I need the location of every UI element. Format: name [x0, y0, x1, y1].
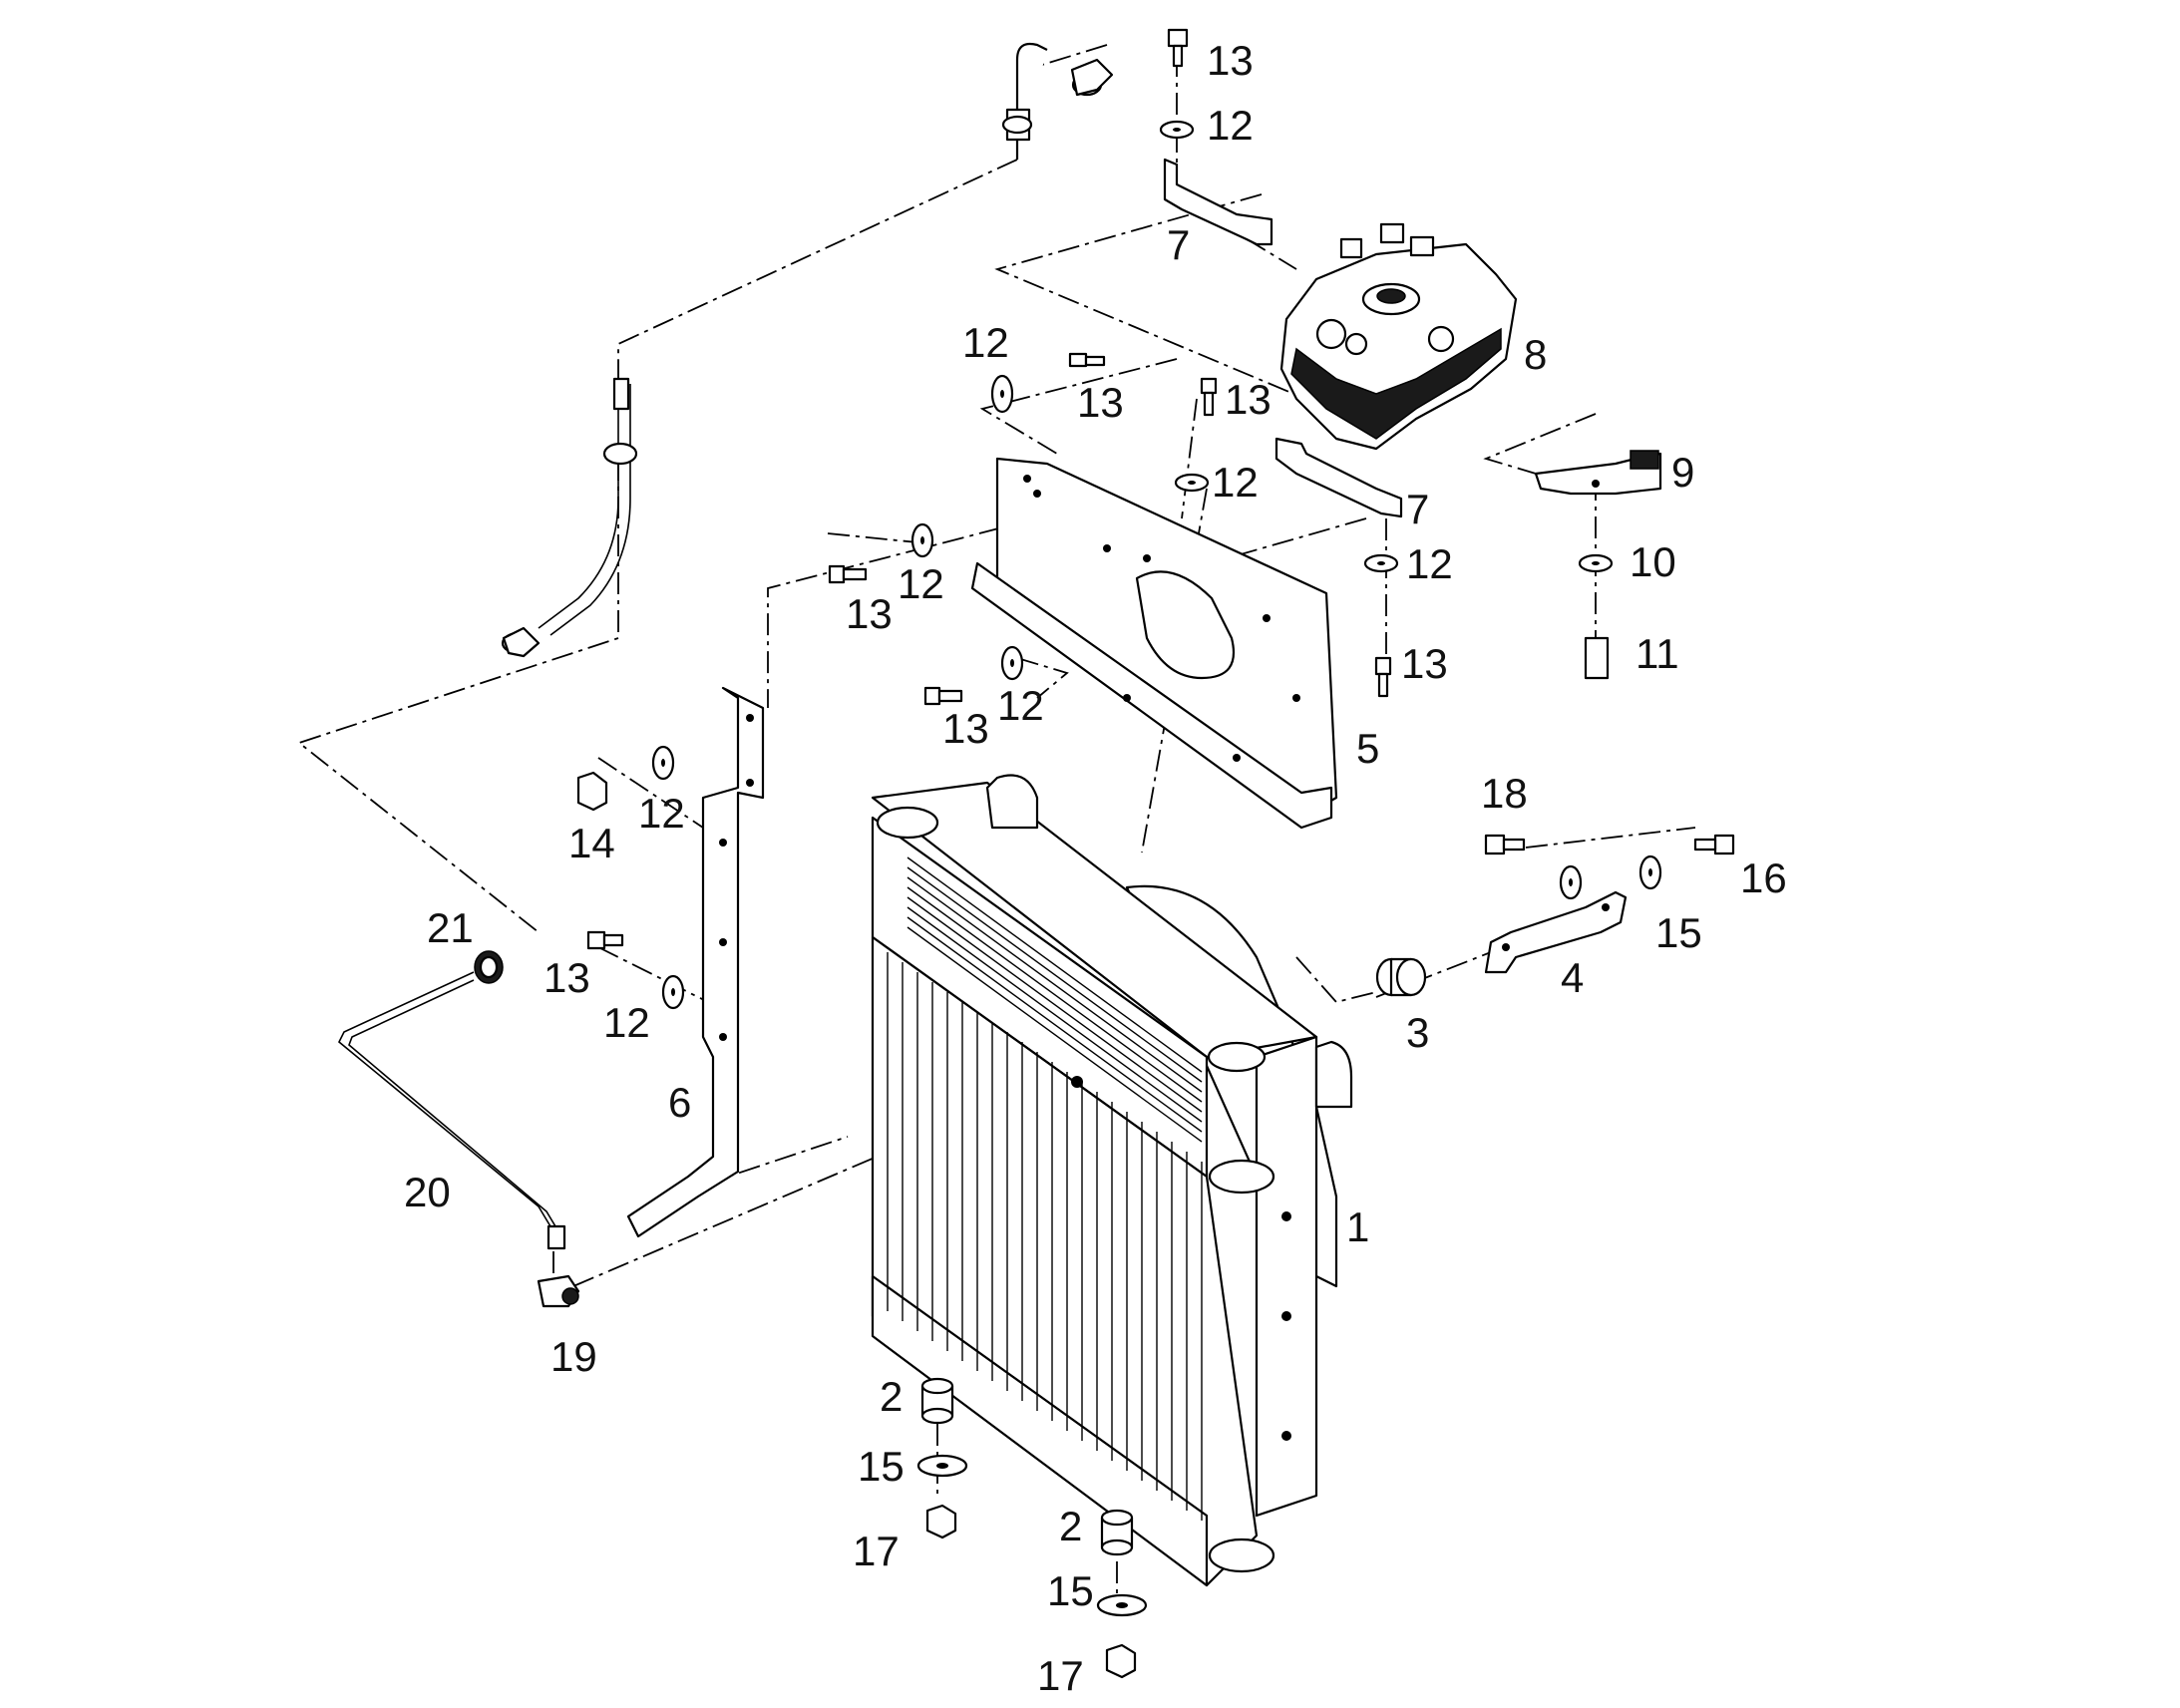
- strap-lower: [1274, 437, 1403, 518]
- callout-19: 19: [550, 1333, 597, 1380]
- vent-hose-lower: [501, 377, 638, 658]
- drain-pipe: [337, 971, 566, 1250]
- vent-hose-upper: [1001, 42, 1114, 160]
- callout-6: 6: [668, 1079, 691, 1126]
- callout-12: 12: [1207, 102, 1254, 149]
- callout-20: 20: [404, 1169, 451, 1215]
- callout-16: 16: [1740, 854, 1787, 901]
- callout-13: 13: [1225, 376, 1272, 423]
- mount-plate: [970, 457, 1338, 830]
- upper-tank-fins: [907, 856, 1203, 1143]
- core-fins: [887, 952, 1203, 1521]
- callout-1: 1: [1346, 1203, 1369, 1250]
- callout-14: 14: [568, 820, 615, 866]
- callout-13: 13: [544, 954, 590, 1001]
- callout-11: 11: [1635, 630, 1679, 677]
- callout-7: 7: [1406, 486, 1429, 532]
- expansion-tank: [1279, 222, 1518, 451]
- nuts: [576, 771, 1137, 1679]
- callout-15: 15: [1655, 909, 1702, 956]
- rubber-mount-side: [1375, 957, 1427, 997]
- callout-7: 7: [1167, 221, 1190, 268]
- callout-5: 5: [1356, 725, 1379, 772]
- callout-3: 3: [1406, 1009, 1429, 1056]
- callout-9: 9: [1671, 449, 1694, 496]
- callout-8: 8: [1524, 331, 1547, 378]
- callout-2: 2: [1059, 1503, 1082, 1549]
- callout-17: 17: [853, 1528, 900, 1574]
- callout-13: 13: [1401, 640, 1448, 687]
- callout-12: 12: [638, 790, 685, 837]
- callout-13: 13: [942, 705, 989, 752]
- callout-4: 4: [1561, 954, 1584, 1001]
- drain-fitting: [537, 1274, 580, 1308]
- pipe-nut: [474, 950, 504, 984]
- callout-21: 21: [427, 904, 474, 951]
- tank-bracket: [1534, 450, 1662, 496]
- callout-15: 15: [1047, 1567, 1094, 1614]
- support-arm: [1484, 890, 1628, 974]
- side-bracket: [626, 686, 765, 1238]
- callout-12: 12: [898, 560, 944, 607]
- callout-17: 17: [1037, 1652, 1084, 1699]
- callout-2: 2: [880, 1373, 903, 1420]
- rubber-mount-bottom-1: [920, 1377, 954, 1425]
- callout-13: 13: [846, 590, 893, 637]
- callout-13: 13: [1077, 379, 1124, 426]
- callout-18: 18: [1481, 770, 1528, 817]
- rubber-mount-bottom-2: [1100, 1509, 1134, 1556]
- callouts: 1 2 2 3 4 5 6 7 7 8 9 10 11 12 12 12 12 …: [404, 37, 1787, 1699]
- callout-13: 13: [1207, 37, 1254, 84]
- callout-12: 12: [997, 682, 1044, 729]
- callout-12: 12: [962, 319, 1009, 366]
- callout-15: 15: [858, 1443, 905, 1490]
- callout-12: 12: [603, 999, 650, 1046]
- callout-12: 12: [1212, 459, 1259, 506]
- strap-upper: [1163, 158, 1273, 246]
- bolts: [586, 28, 1735, 950]
- callout-12: 12: [1406, 540, 1453, 587]
- radiator: [871, 774, 1353, 1587]
- callout-10: 10: [1630, 538, 1676, 585]
- washers: [651, 120, 1662, 1617]
